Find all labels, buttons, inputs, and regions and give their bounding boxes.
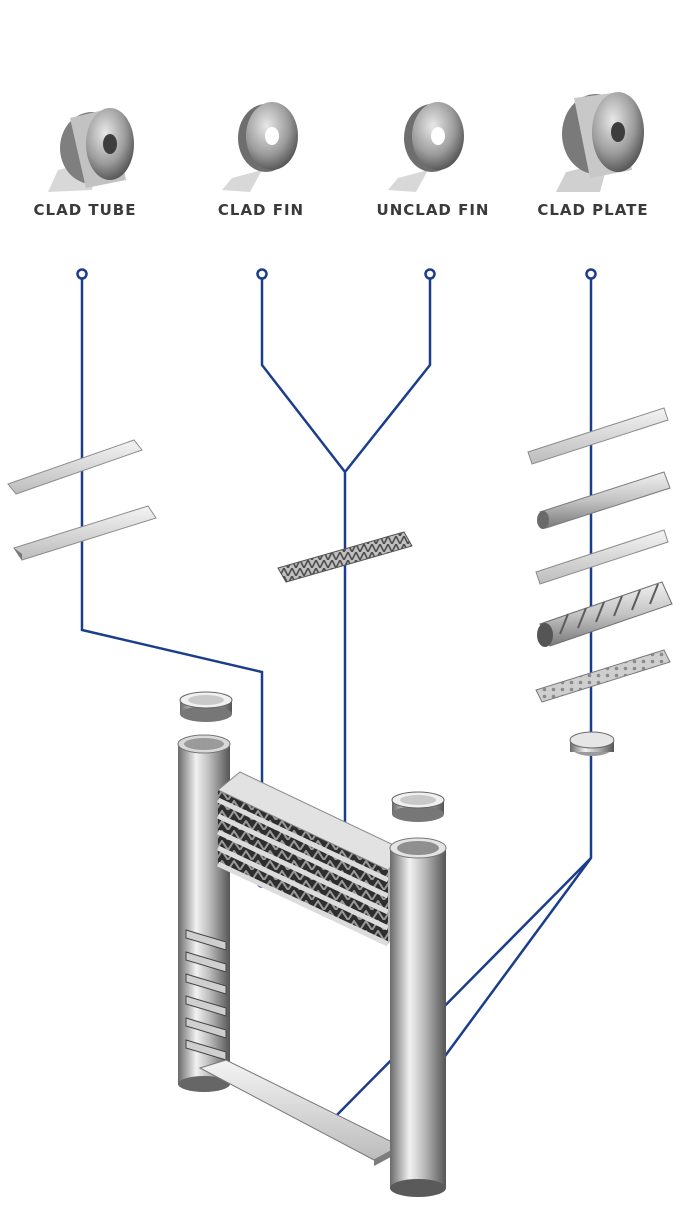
flat-tube-icon [527, 407, 669, 465]
flat-tube-icon [535, 529, 669, 585]
end-cap-icon [179, 691, 233, 722]
connector-nodes [76, 268, 597, 1128]
fin-connector [260, 274, 432, 870]
coil-icon [48, 108, 134, 192]
coil-icon [388, 102, 464, 192]
coil-icon [222, 102, 298, 192]
header-pipe-icon [537, 471, 671, 529]
coil-icon [556, 92, 644, 192]
corrugated-fin-icon [277, 531, 413, 583]
material-label-clad-plate: CLAD PLATE [537, 201, 649, 219]
end-cap-icon [391, 791, 445, 822]
clad-tube-connector [80, 274, 264, 882]
flat-tube-icon [535, 649, 671, 703]
material-label-clad-fin: CLAD FIN [217, 201, 305, 219]
material-label-clad-tube: CLAD TUBE [33, 201, 137, 219]
connector-lines [80, 274, 593, 1123]
material-label-unclad-fin: UNCLAD FIN [376, 201, 490, 219]
clad-plate-connector [329, 274, 593, 1123]
heat-exchanger-core-icon [177, 691, 447, 1197]
end-cap-icon [569, 731, 615, 756]
header-pipe-icon [537, 581, 673, 647]
flat-tube-icon [13, 505, 157, 561]
flat-tube-icon [7, 439, 143, 495]
